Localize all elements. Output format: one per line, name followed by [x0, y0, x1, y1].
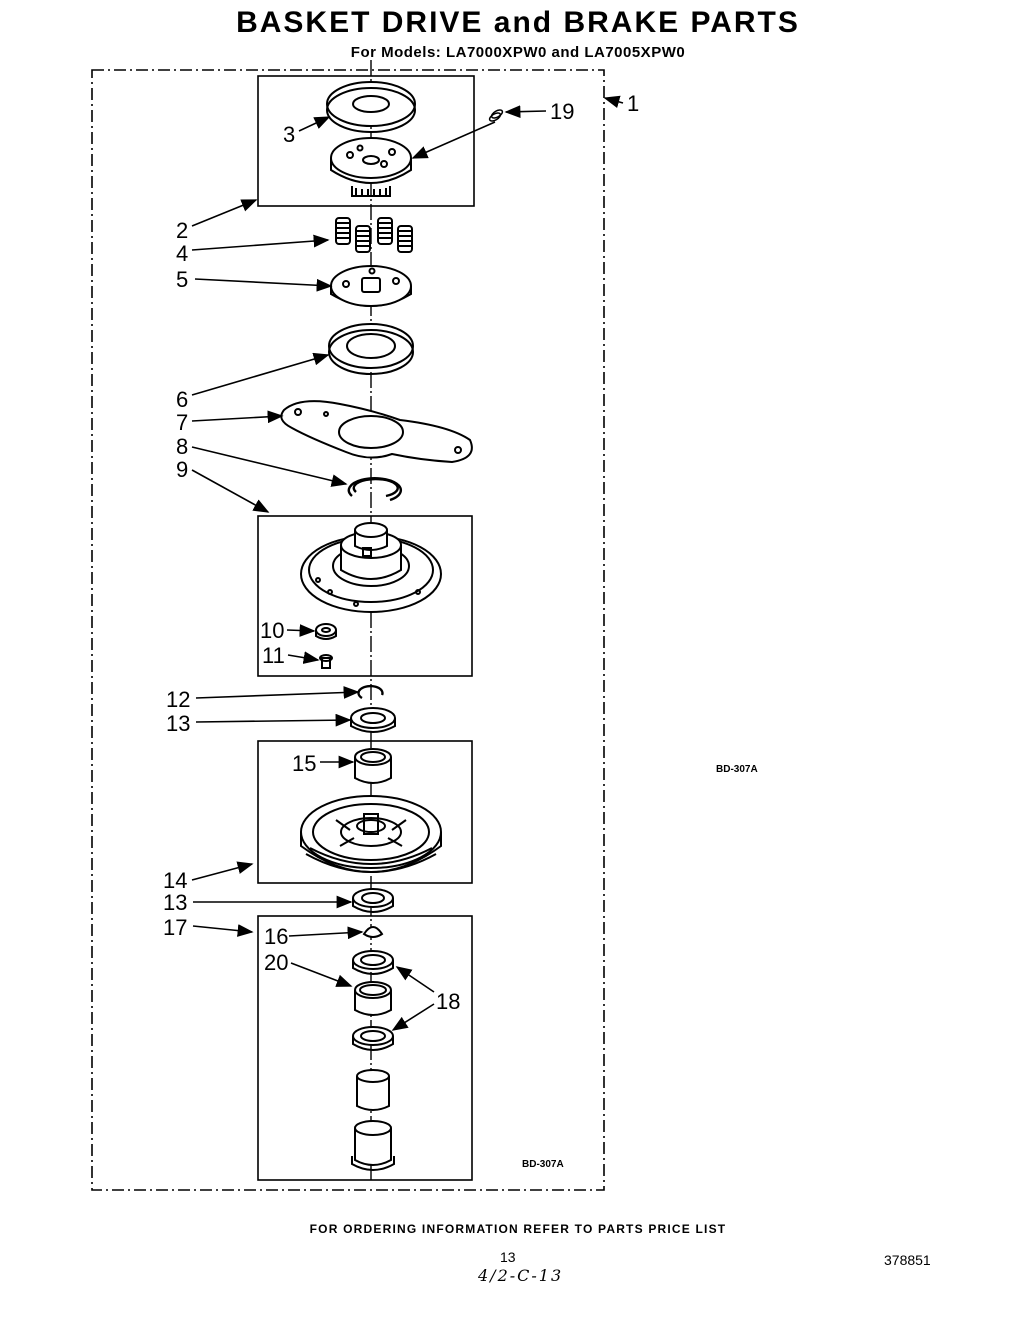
callout-9: 9	[176, 457, 188, 482]
part-retainer-5	[330, 265, 412, 307]
part-bearing-13b	[352, 888, 394, 913]
page-title: BASKET DRIVE and BRAKE PARTS	[236, 6, 800, 39]
callout-19: 19	[550, 99, 574, 124]
part-cap-16	[362, 926, 384, 938]
group-frame-14	[257, 740, 473, 884]
part-shaft	[351, 1069, 395, 1171]
callout-13-upper: 13	[166, 711, 190, 736]
drawing-code-inner: BD-307A	[522, 1159, 564, 1170]
callout-10: 10	[260, 618, 284, 643]
callout-4: 4	[176, 241, 188, 266]
callout-7: 7	[176, 410, 188, 435]
part-nut-10	[315, 623, 337, 640]
part-pulley-14	[300, 795, 442, 873]
callout-18: 18	[436, 989, 460, 1014]
part-bushing-15	[354, 748, 392, 784]
callout-2: 2	[176, 218, 188, 243]
callout-20: 20	[264, 950, 288, 975]
part-washer-3	[326, 81, 416, 133]
callout-6: 6	[176, 387, 188, 412]
drawing-code-right: BD-307A	[716, 764, 758, 775]
callout-15: 15	[292, 751, 316, 776]
callout-11: 11	[262, 643, 285, 668]
part-washer-6	[328, 323, 414, 375]
part-hub-9	[300, 522, 442, 613]
callout-3: 3	[283, 122, 295, 147]
callout-5: 5	[176, 267, 188, 292]
handwritten-note: 4/2-C-13	[478, 1266, 564, 1285]
part-drive-plate	[330, 137, 412, 197]
callout-1: 1	[627, 91, 639, 116]
ordering-footer: FOR ORDERING INFORMATION REFER TO PARTS …	[309, 1222, 727, 1236]
callout-12: 12	[166, 687, 190, 712]
part-snap-ring-8	[347, 477, 403, 502]
group-frame-2	[257, 75, 475, 207]
part-springs-4	[335, 217, 413, 253]
group-frame-17	[257, 915, 473, 1181]
part-gasket-7	[280, 400, 473, 464]
callout-16: 16	[264, 924, 288, 949]
page-number: 13	[500, 1249, 516, 1265]
part-bearing-18a	[352, 950, 394, 975]
group-frame-9	[257, 515, 473, 677]
part-pin-19	[488, 109, 504, 122]
callout-14: 14	[163, 868, 187, 893]
document-number: 378851	[884, 1252, 931, 1268]
assembly-frame	[91, 69, 605, 1191]
models-subtitle: For Models: LA7000XPW0 and LA7005XPW0	[350, 44, 686, 61]
leader-lines	[191, 95, 624, 1031]
callout-17: 17	[163, 915, 187, 940]
callout-13-lower: 13	[163, 890, 187, 915]
part-screw-11	[319, 654, 333, 669]
part-bearing-18b	[352, 1026, 394, 1051]
part-bearing-13a	[350, 707, 396, 733]
callout-8: 8	[176, 434, 188, 459]
part-sleeve-20	[354, 981, 392, 1016]
